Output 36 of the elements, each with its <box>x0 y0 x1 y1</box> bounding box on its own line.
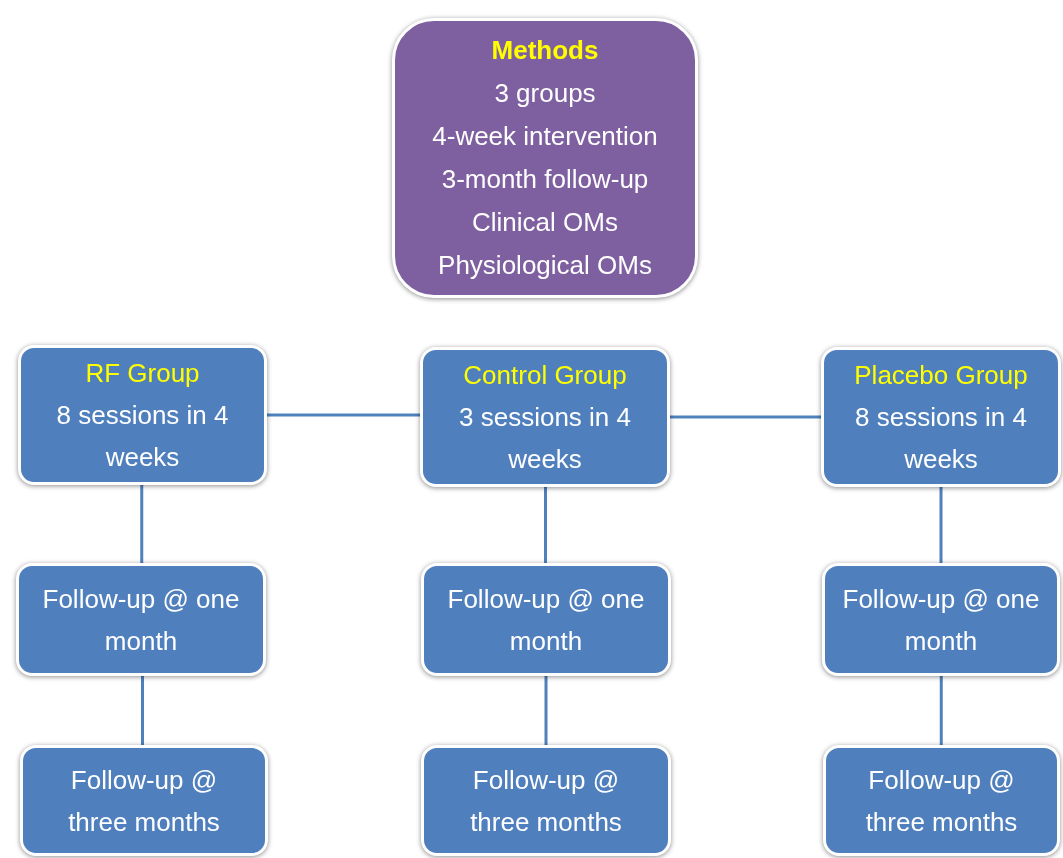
connector-line <box>939 676 943 745</box>
follow-up-box <box>421 745 671 856</box>
connector-line <box>140 485 144 563</box>
box-text: 3 groups <box>494 77 596 110</box>
follow-up-box <box>16 563 266 676</box>
connector-line <box>670 415 821 419</box>
connector-line <box>141 676 144 745</box>
connector-line <box>544 676 548 745</box>
box-text: 8 sessions in 4 weeks <box>55 399 230 474</box>
box-heading: Methods <box>491 34 599 67</box>
group-box <box>18 345 267 485</box>
box-text: Follow-up @ one month <box>841 582 1041 658</box>
box-heading: RF Group <box>85 357 200 390</box>
box-text: Clinical OMs <box>472 206 618 239</box>
box-text: Physiological OMs <box>438 249 652 282</box>
connector-line <box>939 487 943 563</box>
connector-line <box>267 413 420 417</box>
box-text: Follow-up @ three months <box>469 763 623 839</box>
follow-up-box <box>823 745 1060 856</box>
box-text: 4-week intervention <box>432 120 658 153</box>
group-box <box>420 347 670 487</box>
box-text: Follow-up @ one month <box>446 582 646 658</box>
box-text: 3 sessions in 4 weeks <box>458 401 632 476</box>
follow-up-box <box>822 563 1060 676</box>
box-text: Follow-up @ three months <box>67 763 221 839</box>
methods-box <box>392 18 698 298</box>
follow-up-box <box>20 745 268 856</box>
box-heading: Placebo Group <box>854 359 1028 392</box>
box-text: Follow-up @ one month <box>41 582 241 658</box>
box-text: 3-month follow-up <box>441 163 649 196</box>
box-text: Follow-up @ three months <box>864 763 1019 839</box>
connector-line <box>544 487 547 563</box>
box-heading: Control Group <box>463 359 627 392</box>
box-text: 8 sessions in 4 weeks <box>854 401 1028 476</box>
follow-up-box <box>421 563 671 676</box>
group-box <box>821 347 1061 487</box>
